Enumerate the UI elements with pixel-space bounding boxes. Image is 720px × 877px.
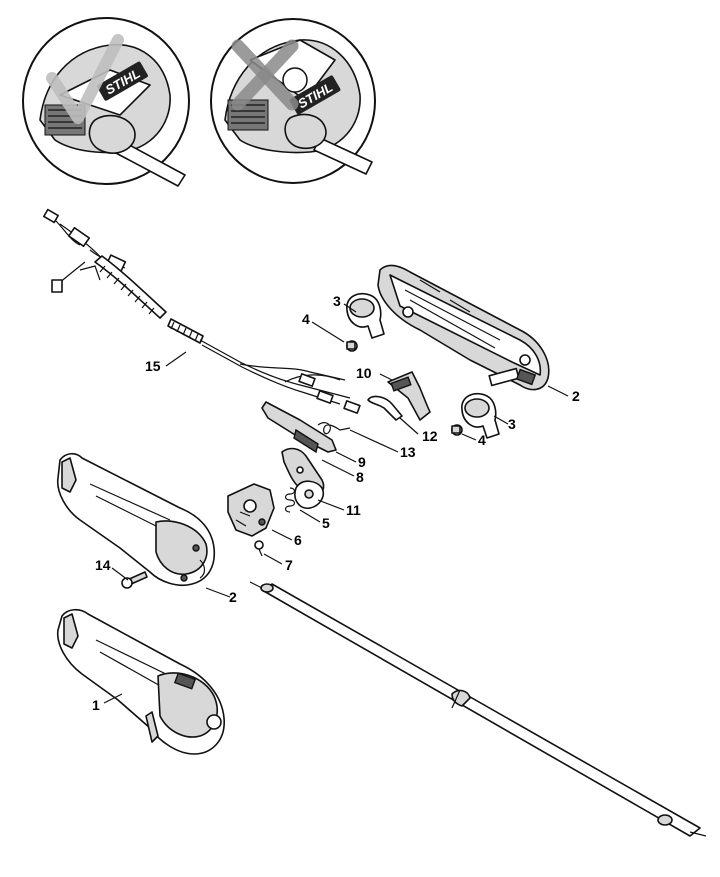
callout-8: 8 — [356, 469, 364, 485]
callout-5: 5 — [322, 515, 330, 531]
callout-11: 11 — [346, 502, 361, 518]
part-15-throttle-cable-harness — [43, 208, 361, 414]
callout-15: 15 — [145, 358, 161, 374]
callout-4-upper: 4 — [302, 311, 310, 327]
part-1-complete-handle — [57, 608, 225, 755]
callout-2-lower: 2 — [229, 589, 237, 605]
inset-correct-mounting: STIHL — [22, 17, 190, 187]
callout-13: 13 — [400, 444, 416, 460]
part-2-handle-half-upper — [377, 264, 550, 391]
callout-6: 6 — [294, 532, 302, 548]
callout-9: 9 — [358, 454, 366, 470]
part-10-slide-control — [387, 371, 431, 421]
x-mark-icon — [231, 39, 299, 111]
part-3-clamp-upper — [346, 292, 385, 339]
part-7-screw — [254, 540, 264, 557]
callout-4-lower: 4 — [478, 432, 486, 448]
drive-tube — [249, 581, 707, 837]
part-4-screw-lower — [451, 424, 463, 436]
part-6-interlock-plate — [227, 483, 275, 537]
callout-2-upper: 2 — [572, 388, 580, 404]
check-mark-icon — [46, 34, 124, 124]
part-9-throttle-trigger — [261, 401, 337, 454]
part-13-torsion-spring — [317, 422, 351, 435]
callout-numbers: 1 2 2 3 3 4 4 5 6 7 8 9 10 11 12 13 14 1… — [92, 293, 580, 713]
callout-3-lower: 3 — [508, 416, 516, 432]
callout-3-upper: 3 — [333, 293, 341, 309]
part-4-screw-upper — [346, 340, 358, 352]
callout-7: 7 — [285, 557, 293, 573]
leader-lines — [103, 303, 569, 704]
inset-incorrect-mounting: STIHL — [210, 18, 376, 184]
callout-14: 14 — [95, 557, 111, 573]
part-11-lever — [294, 480, 325, 510]
part-3-clamp-lower — [461, 392, 500, 439]
part-14-screw — [121, 571, 148, 589]
callout-1: 1 — [92, 697, 100, 713]
part-5-spring — [284, 487, 296, 513]
callout-12: 12 — [422, 428, 438, 444]
part-12-cable-clip — [367, 395, 403, 421]
callout-10: 10 — [356, 365, 372, 381]
part-2-handle-half-lower — [56, 452, 216, 587]
